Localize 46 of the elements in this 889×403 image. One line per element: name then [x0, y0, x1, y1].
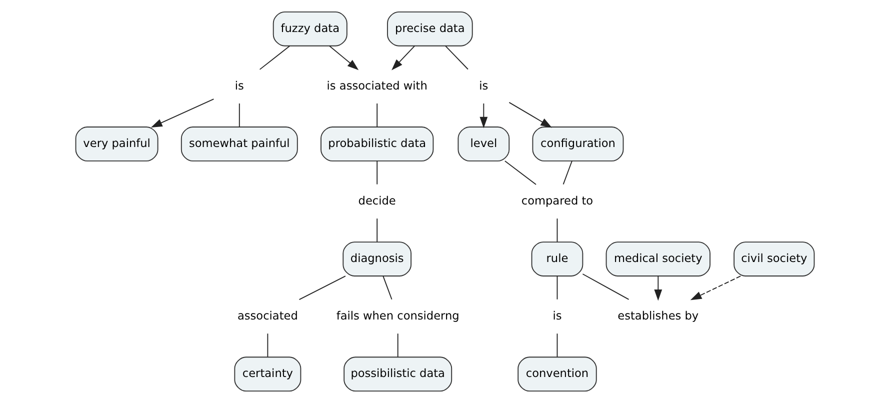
node-box: very painful — [74, 126, 158, 162]
node-box: rule — [530, 242, 583, 276]
node-box: precise data — [386, 11, 472, 46]
node-text: compared to — [520, 194, 593, 208]
connector — [376, 218, 378, 242]
arrow — [391, 45, 415, 70]
connector — [298, 276, 346, 300]
node-box: level — [457, 126, 510, 162]
node-text: is — [552, 309, 562, 322]
connector — [376, 160, 378, 185]
node-box: certainty — [234, 356, 301, 392]
connector — [556, 333, 558, 358]
arrow — [479, 103, 488, 128]
node-box: fuzzy data — [272, 11, 347, 46]
node-box: convention — [517, 356, 596, 392]
node-box: medical society — [605, 242, 710, 276]
connector — [238, 103, 240, 128]
node-text: establishes by — [617, 309, 698, 322]
node-box: civil society — [733, 242, 814, 276]
node-text: is — [234, 79, 244, 92]
node-text: is associated with — [326, 79, 427, 92]
node-box: configuration — [532, 126, 624, 162]
connector — [382, 276, 392, 300]
node-box: diagnosis — [342, 242, 412, 276]
node-text: associated — [236, 309, 298, 322]
node-box: possibilistic data — [343, 356, 452, 392]
connector — [556, 218, 558, 242]
connector — [444, 45, 468, 70]
node-box: somewhat painful — [180, 126, 298, 162]
node-text: is — [478, 79, 488, 92]
connector — [504, 160, 536, 185]
connector — [562, 160, 572, 185]
connector — [556, 276, 558, 300]
connector — [396, 333, 398, 358]
arrow — [690, 276, 741, 300]
arrow — [328, 45, 358, 70]
connector — [266, 333, 268, 358]
arrow — [654, 276, 662, 301]
node-box: probabilistic data — [320, 126, 434, 162]
connector — [376, 103, 378, 128]
node-text: decide — [358, 194, 396, 208]
node-text: fails when considerng — [336, 309, 459, 322]
arrow — [150, 98, 214, 128]
connector — [582, 274, 629, 300]
connector — [258, 45, 290, 70]
arrow — [508, 102, 552, 128]
